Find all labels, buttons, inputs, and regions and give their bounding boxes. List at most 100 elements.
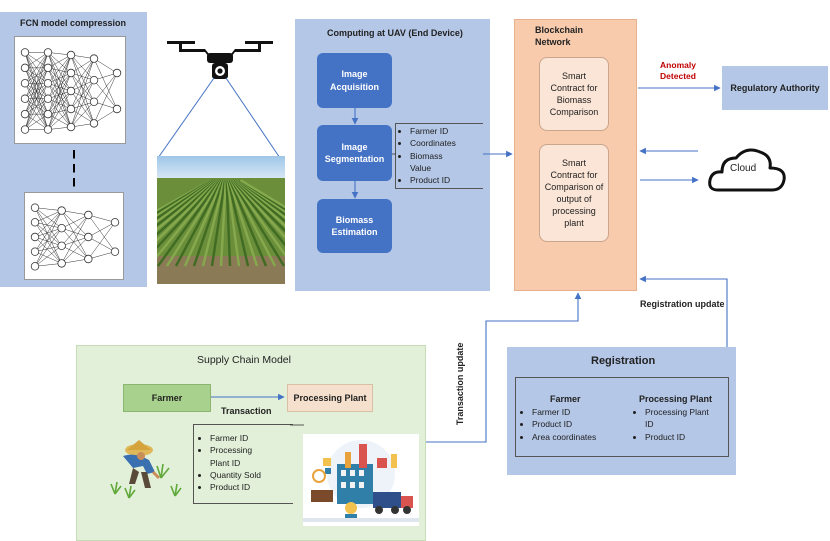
crop-row bbox=[174, 179, 223, 267]
fcn-full-edge bbox=[24, 83, 49, 130]
farmer-label: Farmer bbox=[151, 393, 183, 403]
fcn-compressed-edge bbox=[34, 210, 62, 267]
fcn-compressed-edge bbox=[34, 227, 62, 238]
fcn-compressed-edge bbox=[61, 236, 89, 264]
reg-product-id: Product ID bbox=[532, 418, 627, 430]
fcn-full-edge bbox=[93, 58, 118, 110]
fcn-compressed-edge bbox=[61, 210, 89, 260]
fcn-full-edge bbox=[70, 90, 95, 124]
crop-row bbox=[239, 178, 285, 209]
drone-icon bbox=[167, 41, 273, 79]
fcn-full-node bbox=[66, 68, 76, 78]
fcn-full-edge bbox=[24, 113, 49, 130]
fcn-compressed-node bbox=[30, 218, 40, 227]
uav-panel: Computing at UAV (End Device) Image Acqu… bbox=[295, 19, 490, 291]
uav-field-farmer-id: Farmer ID bbox=[410, 125, 483, 137]
fcn-full-edge bbox=[47, 52, 72, 110]
reg-farmer-id: Farmer ID bbox=[532, 406, 627, 418]
fcn-full-edge bbox=[70, 58, 95, 110]
fcn-compressed-node bbox=[57, 206, 66, 215]
fcn-full-edge bbox=[47, 72, 72, 99]
fcn-full-node bbox=[89, 76, 99, 85]
fcn-full-node bbox=[20, 63, 30, 73]
fcn-title: FCN model compression bbox=[20, 18, 127, 28]
crop-row bbox=[157, 179, 222, 267]
cloud-label: Cloud bbox=[730, 163, 757, 174]
supply-field-product-id: Product ID bbox=[210, 481, 270, 493]
fcn-full-edge bbox=[47, 98, 72, 128]
fcn-full-edge bbox=[47, 67, 72, 128]
fcn-full-edge bbox=[47, 52, 72, 92]
uav-field-product-id: Product ID bbox=[410, 174, 483, 186]
farmer-box: Farmer bbox=[123, 384, 211, 412]
fcn-full-edge bbox=[93, 58, 118, 74]
crop-row bbox=[157, 179, 220, 250]
transaction-label: Transaction bbox=[221, 406, 272, 416]
fcn-full-edge bbox=[47, 83, 72, 128]
uav-field-coordinates: Coordinates bbox=[410, 137, 483, 149]
fcn-compressed-edge bbox=[34, 207, 62, 211]
fcn-compressed-edge bbox=[34, 222, 62, 246]
compressed-network-diagram bbox=[30, 203, 120, 271]
fcn-compressed-edge bbox=[34, 251, 62, 264]
neural-network-diagram bbox=[20, 48, 122, 134]
fcn-full-node bbox=[43, 79, 53, 88]
fcn-full-node bbox=[66, 104, 76, 114]
crop-row bbox=[237, 179, 285, 216]
crop-row bbox=[227, 179, 259, 267]
fcn-full-node bbox=[43, 109, 53, 119]
fcn-full-edge bbox=[70, 58, 95, 74]
fcn-compressed-edge bbox=[61, 214, 89, 264]
fcn-full-edge bbox=[70, 101, 95, 128]
crop-row bbox=[157, 179, 221, 259]
fcn-compressed-edge bbox=[34, 236, 62, 247]
fcn-compressed-edge bbox=[88, 214, 116, 252]
fcn-compressed-node bbox=[84, 210, 93, 220]
crop-row bbox=[234, 179, 285, 228]
fcn-full-node bbox=[66, 86, 76, 96]
fcn-full-edge bbox=[93, 72, 118, 124]
fcn-compressed-edge bbox=[61, 245, 89, 260]
fcn-full-edge bbox=[93, 80, 118, 110]
fcn-compressed-edge bbox=[34, 228, 62, 267]
fcn-full-edge bbox=[70, 80, 95, 128]
fcn-full-edge bbox=[24, 52, 49, 130]
registration-title: Registration bbox=[591, 355, 656, 367]
fcn-compressed-node bbox=[110, 218, 120, 227]
fcn-full-edge bbox=[93, 108, 118, 124]
supply-field-farmer-id: Farmer ID bbox=[210, 432, 270, 444]
fcn-full-node bbox=[20, 125, 30, 134]
fcn-compressed-edge bbox=[34, 207, 62, 246]
fcn-compressed-node bbox=[110, 247, 120, 256]
crop-row bbox=[210, 179, 227, 267]
fcn-full-node bbox=[112, 104, 122, 114]
fcn-compressed-edge bbox=[61, 214, 89, 246]
crop-row bbox=[232, 179, 285, 239]
crop-row bbox=[157, 179, 216, 223]
fcn-compressed-edge bbox=[88, 222, 116, 238]
fcn-compressed-edge bbox=[61, 258, 89, 264]
fcn-compressed-edge bbox=[34, 222, 62, 229]
fcn-full-edge bbox=[93, 72, 118, 102]
fcn-compressed-edge bbox=[61, 210, 89, 216]
registration-farmer-title: Farmer bbox=[550, 394, 581, 404]
fcn-full-node bbox=[112, 68, 122, 78]
factory-illustration bbox=[303, 434, 419, 526]
registration-panel: Registration Farmer Farmer ID Product ID… bbox=[507, 347, 736, 475]
fcn-compressed-edge bbox=[34, 210, 62, 252]
fcn-compressed-node bbox=[84, 254, 93, 264]
fcn-full-node bbox=[20, 109, 30, 119]
fcn-full-node bbox=[89, 54, 99, 63]
fcn-compressed-node bbox=[30, 203, 40, 212]
contract-biomass-comparison: Smart Contract for Biomass Comparison bbox=[539, 57, 609, 131]
fcn-panel: FCN model compression bbox=[0, 12, 147, 287]
crop-row bbox=[230, 179, 285, 267]
crop-field-image bbox=[157, 156, 285, 284]
fcn-full-edge bbox=[24, 52, 49, 115]
crop-row bbox=[226, 179, 241, 267]
fcn-full-edge bbox=[24, 98, 49, 130]
crop-row bbox=[231, 179, 285, 257]
crop-row bbox=[157, 179, 219, 242]
crop-row bbox=[157, 179, 218, 236]
fcn-full-node bbox=[89, 97, 99, 107]
